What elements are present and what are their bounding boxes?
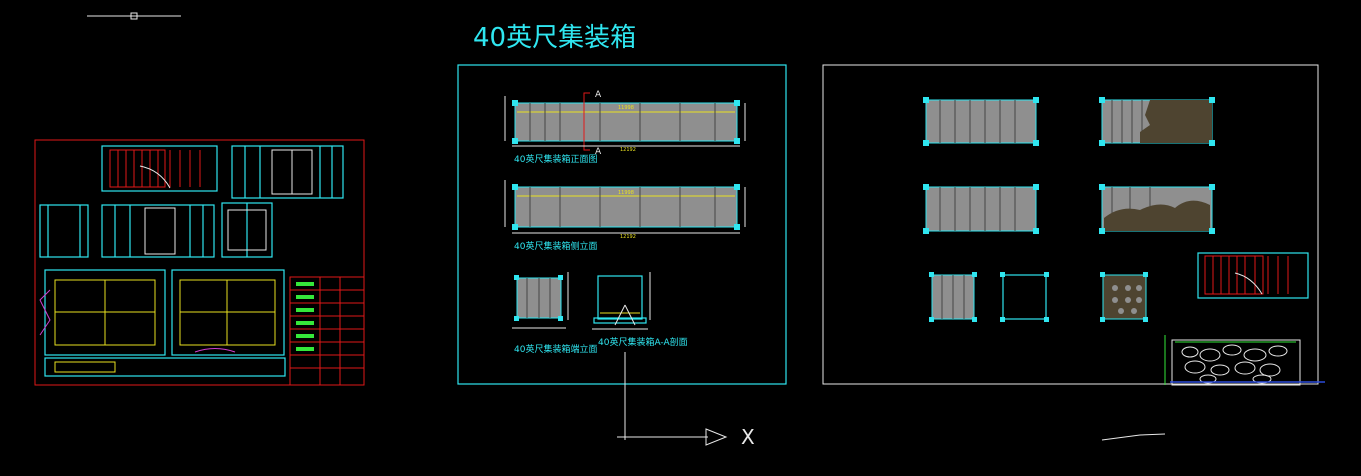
end-elevation: 40英尺集装箱端立面	[512, 272, 597, 355]
label-section: 40英尺集装箱A-A剖面	[598, 336, 688, 348]
label-end: 40英尺集装箱端立面	[514, 343, 597, 355]
section-aa: 40英尺集装箱A-A剖面	[592, 272, 688, 348]
title-block	[289, 276, 365, 386]
scale-marker	[87, 12, 181, 20]
container-end-view-2	[1000, 272, 1049, 322]
container-end-view-1	[929, 272, 977, 322]
left-elevation-top	[101, 145, 218, 192]
container-empty-1	[923, 97, 1039, 146]
dim-length-side: 12192	[620, 234, 636, 240]
ucs-axis-icon: X	[614, 304, 755, 449]
container-loaded-2	[1099, 184, 1215, 234]
dim-length-front: 12192	[620, 147, 636, 153]
left-bottom-strip	[44, 357, 286, 377]
left-floor-plan-b	[171, 269, 285, 356]
drawing-title: 40英尺集装箱	[473, 23, 636, 53]
leader-line	[1101, 433, 1166, 441]
side-elevation: 11998 12192 40英尺集装箱侧立面	[504, 180, 746, 252]
dim-inner-side: 11998	[618, 190, 634, 196]
right-sheet[interactable]	[822, 64, 1325, 386]
label-front: 40英尺集装箱正面图	[514, 153, 597, 165]
container-empty-2	[923, 184, 1039, 234]
left-end-view-3	[221, 202, 273, 258]
left-end-view-2	[101, 204, 215, 258]
left-end-view-1	[39, 204, 89, 258]
front-elevation: A A 11998 12192 40英尺集装箱正面图	[504, 90, 746, 165]
middle-sheet[interactable]: A A 11998 12192 40英尺集装箱正面图 11998 121	[457, 64, 787, 385]
section-marker-top: A	[595, 90, 602, 100]
dim-inner-top: 11998	[618, 105, 634, 111]
container-loaded-1	[1099, 97, 1215, 146]
label-side: 40英尺集装箱侧立面	[514, 240, 597, 252]
section-marker-bottom: A	[595, 147, 602, 157]
axis-x-label: X	[741, 425, 755, 449]
left-floor-plan-a	[39, 269, 166, 356]
left-sheet[interactable]	[34, 139, 365, 386]
container-end-view-3	[1100, 272, 1148, 322]
container-frame-red	[1197, 252, 1309, 299]
ground-section	[1164, 335, 1325, 386]
left-elevation-side	[231, 145, 344, 199]
